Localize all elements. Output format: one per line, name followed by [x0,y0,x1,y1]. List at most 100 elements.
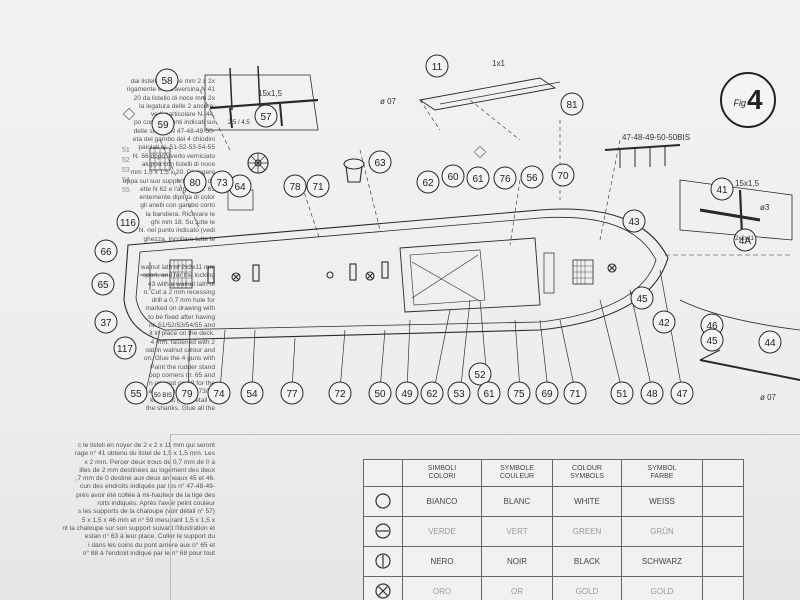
part-callout: 48 [640,381,664,405]
anchor-small-dimension: 2x2x11 [735,236,755,242]
instruction-line: nr. 51/52/53/54/55 and [149,322,215,330]
instruction-line: sport, and for the locking [142,272,215,280]
part-callout: 70 [551,163,575,187]
part-callout: 54 [240,381,264,405]
circle-cross-icon [363,576,403,600]
part-callout: 58 [155,68,179,92]
instruction-line: rage n° 41 obtenu du listel de 1,5 x 1,5… [74,450,215,458]
part-callout: 55 [124,381,148,405]
part-callout: 50 BIS [151,381,175,405]
callout-number: 81 [566,100,578,111]
instruction-line: s les supports de la chaloupe (voir déta… [77,508,215,516]
callout-number: 41 [716,185,728,196]
instruction-line: nt la chaloupe sur son support suivant l… [62,524,215,532]
part-callout: 45 [630,286,654,310]
instruction-line: the shanks. Glue all the [146,405,215,413]
callout-number: 4A [739,236,752,247]
callout-number: 52 [474,370,486,381]
instruction-line: ghi mm 18. Su tutte le [150,219,215,227]
callout-number: 71 [569,389,581,400]
instruction-line: 20 da listello di noce mm 2x [133,94,215,102]
circle-horizontal-line-icon [363,516,403,547]
part-callout: 73 [210,170,234,194]
instruction-line: aluppa con listelli di noce [141,160,215,168]
callout-number: 53 [453,389,465,400]
callout-number: 37 [100,318,112,329]
instruction-line: to be fixed after having [148,313,215,321]
instruction-line: it in place on the deck. [149,330,215,338]
part-callout: 71 [563,381,587,405]
anchor-dimension: 15x1,5 [735,179,760,188]
legend-header-text: SYMBOLS [570,473,604,480]
instruction-line: i dans les coins du pont arrière aux n° … [88,541,215,549]
instruction-line: ghezza. Incollare tutte le [143,235,215,243]
legend-header-text: SYMBOL [647,465,677,472]
part-callout: 117 [113,336,137,360]
part-callout: 11 [425,54,449,78]
part-callout: 57 [254,104,278,128]
instruction-line: n° 88 à l'endroit indiqué par le n° 68 p… [82,549,215,557]
callout-number: 80 [189,178,201,189]
callout-number: 70 [557,171,569,182]
callout-number: 62 [422,178,434,189]
callout-number: 74 [213,389,225,400]
callout-number: 62 [426,389,438,400]
callout-number: 56 [526,173,538,184]
part-callout: 66 [94,239,118,263]
part-callout: 45 [700,328,724,352]
callout-number: 117 [117,344,133,355]
callout-number: 59 [157,120,169,131]
legend-extra-cell [702,516,744,547]
instruction-line: gli anelli con gambo corto [140,202,215,210]
instruction-line: cun des endroits indiqués par les n° 47-… [80,483,215,491]
part-callout: 74 [207,381,231,405]
plank-size-label: 54 [122,177,130,184]
rail-dimension: 15x1,5 [258,89,283,98]
part-callout: 61 [466,166,490,190]
instruction-line: uppa sul suo supporto come da [122,177,215,185]
legend-color-name: WEISS [621,486,703,517]
part-callout: 60 [441,164,465,188]
rail-sub-dimension: 2,5 / 4,5 [228,120,250,126]
parts-list-label: 47-48-49-50-50BIS [622,133,690,142]
callout-number: 48 [646,389,658,400]
callout-number: 76 [499,174,511,185]
callout-number: 11 [432,62,443,73]
callout-number: 72 [334,389,346,400]
plank-size-label: 55 [122,187,130,194]
callout-number: 51 [616,389,628,400]
instruction-line: x 2 mm. Percer deux trous de 0,7 mm de 0… [84,458,215,466]
callout-number: 47 [676,389,688,400]
legend-color-name: BLACK [552,546,622,577]
callout-number: 57 [260,112,272,123]
instruction-line: la legatura delle 2 ancore: [139,102,215,110]
instruction-line: la bandiera. Ricavare le [145,210,215,218]
callout-number: 79 [181,389,193,400]
legend-color-name: ORO [402,576,482,600]
legend-color-name: VERDE [402,516,482,547]
callout-number: 54 [246,389,258,400]
deck-inner-outline [135,216,657,331]
callout-number: 77 [286,389,298,400]
instruction-line: marked on drawing with [145,305,215,313]
callout-number: 58 [161,76,173,87]
callout-number: 116 [120,218,136,229]
instruction-line: oat in walnut colour and [145,346,215,354]
legend-header-text: COLORI [428,473,456,480]
ring-hole-dimension: ø 07 [760,393,777,402]
part-callout: 44 [758,330,782,354]
instruction-line: ette N 62 e l'argano N. 63 [140,185,215,193]
circle-vertical-line-icon [363,546,403,577]
part-callout: 50 [368,381,392,405]
instruction-line: delle stesse N 47-48-49-50- [133,127,215,135]
callout-number: 44 [764,338,776,349]
figure-prefix: Fig [733,98,746,108]
instruction-line: N. nel punto indicato (vedi [138,227,215,235]
instruction-line: Paint the rudder stand [150,363,215,371]
callout-number: 50 BIS [154,393,172,399]
